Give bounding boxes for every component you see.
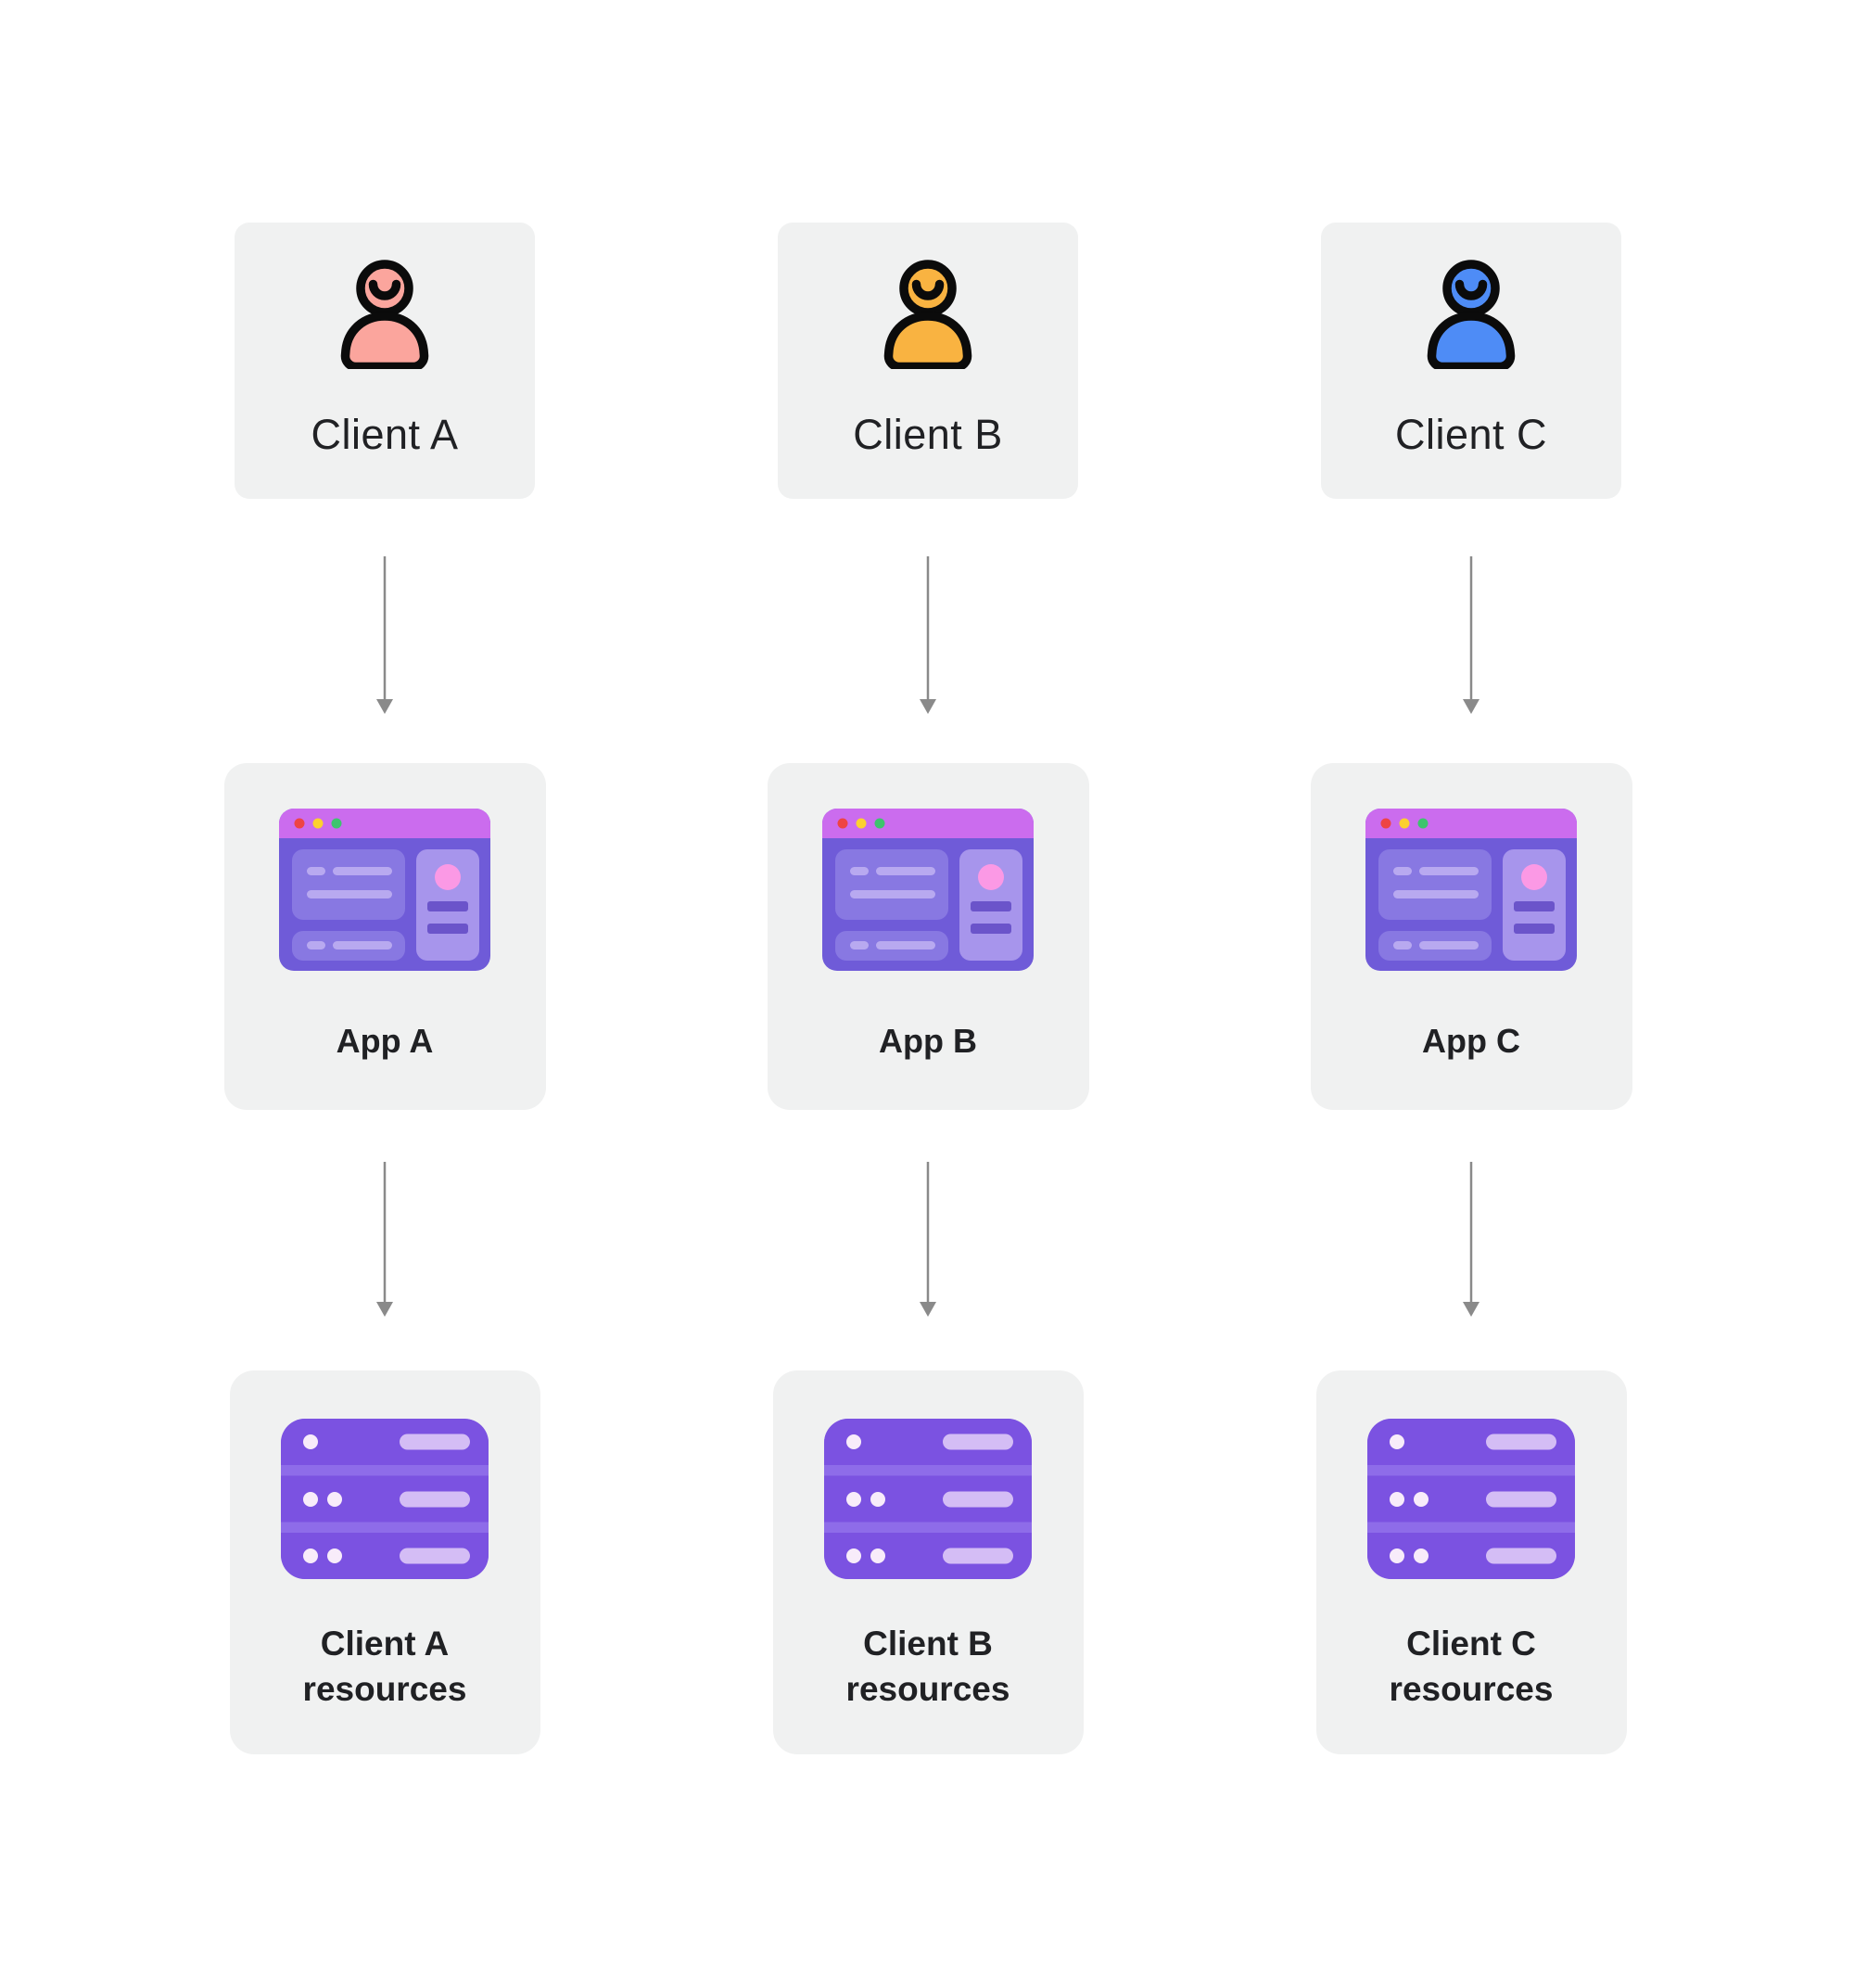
client-label: Client C xyxy=(1394,411,1548,458)
app-window-icon xyxy=(1365,809,1577,971)
arrow-down-icon xyxy=(1463,556,1479,714)
app-card: App C xyxy=(1310,763,1632,1110)
user-icon xyxy=(1427,260,1516,369)
arrow-down-icon xyxy=(920,1162,936,1317)
client-label: Client A xyxy=(311,411,459,458)
app-label: App A xyxy=(336,1022,434,1060)
server-icon xyxy=(281,1419,489,1579)
flow-column-c: Client C xyxy=(1200,223,1743,1754)
user-icon xyxy=(883,260,972,369)
resources-label: Client B resources xyxy=(845,1625,1010,1708)
arrow-down-icon xyxy=(376,1162,393,1317)
resources-card: Client B resources xyxy=(772,1370,1084,1754)
clients-apps-resources-diagram: Client A xyxy=(113,223,1743,1754)
arrow-down-icon xyxy=(920,556,936,714)
arrow-down-icon xyxy=(376,556,393,714)
resources-card: Client A resources xyxy=(229,1370,540,1754)
app-label: App B xyxy=(879,1022,977,1060)
client-card: Client A xyxy=(235,223,535,499)
app-window-icon xyxy=(279,809,490,971)
resources-card: Client C resources xyxy=(1315,1370,1627,1754)
app-window-icon xyxy=(822,809,1034,971)
client-card: Client C xyxy=(1321,223,1621,499)
app-card: App A xyxy=(223,763,546,1110)
server-icon xyxy=(1367,1419,1575,1579)
server-icon xyxy=(824,1419,1032,1579)
resources-label: Client A resources xyxy=(302,1625,467,1708)
flow-column-a: Client A xyxy=(113,223,656,1754)
app-card: App B xyxy=(767,763,1089,1110)
arrow-down-icon xyxy=(1463,1162,1479,1317)
user-icon xyxy=(340,260,429,369)
app-label: App C xyxy=(1422,1022,1520,1060)
flow-column-b: Client B xyxy=(656,223,1200,1754)
client-label: Client B xyxy=(853,411,1003,458)
client-card: Client B xyxy=(778,223,1078,499)
resources-label: Client C resources xyxy=(1389,1625,1554,1708)
